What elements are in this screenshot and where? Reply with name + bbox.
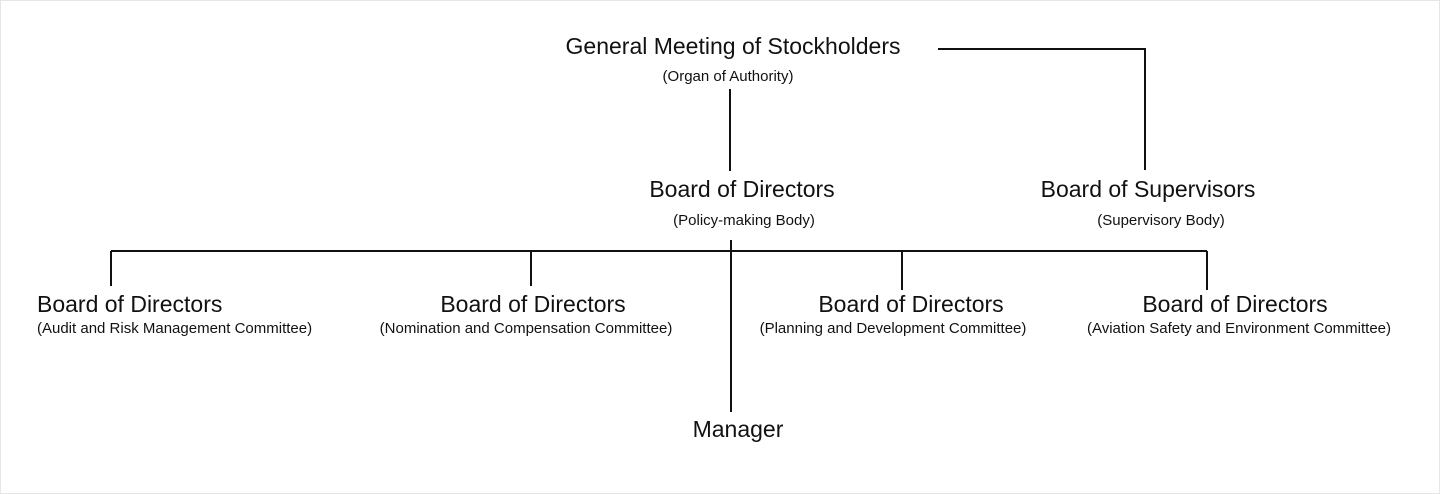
committee-3-title: Board of Directors [818,291,1004,317]
committee-3-subtitle: (Planning and Development Committee) [759,320,1027,337]
bos-subtitle: (Supervisory Body) [1097,212,1225,229]
bod-title: Board of Directors [649,176,835,202]
committee-1-title: Board of Directors [37,291,223,317]
bos-title: Board of Supervisors [1040,176,1256,202]
committee-4-title: Board of Directors [1142,291,1328,317]
manager-title: Manager [692,416,784,442]
bod-subtitle: (Policy-making Body) [673,212,815,229]
committee-4-subtitle: (Aviation Safety and Environment Committ… [1086,320,1392,337]
connector-gms-supervisors [938,48,1146,170]
gms-title: General Meeting of Stockholders [565,33,901,59]
committee-1-subtitle: (Audit and Risk Management Committee) [37,320,313,337]
committee-2-subtitle: (Nomination and Compensation Committee) [379,320,673,337]
gms-subtitle: (Organ of Authority) [662,68,794,85]
committee-2-title: Board of Directors [440,291,626,317]
